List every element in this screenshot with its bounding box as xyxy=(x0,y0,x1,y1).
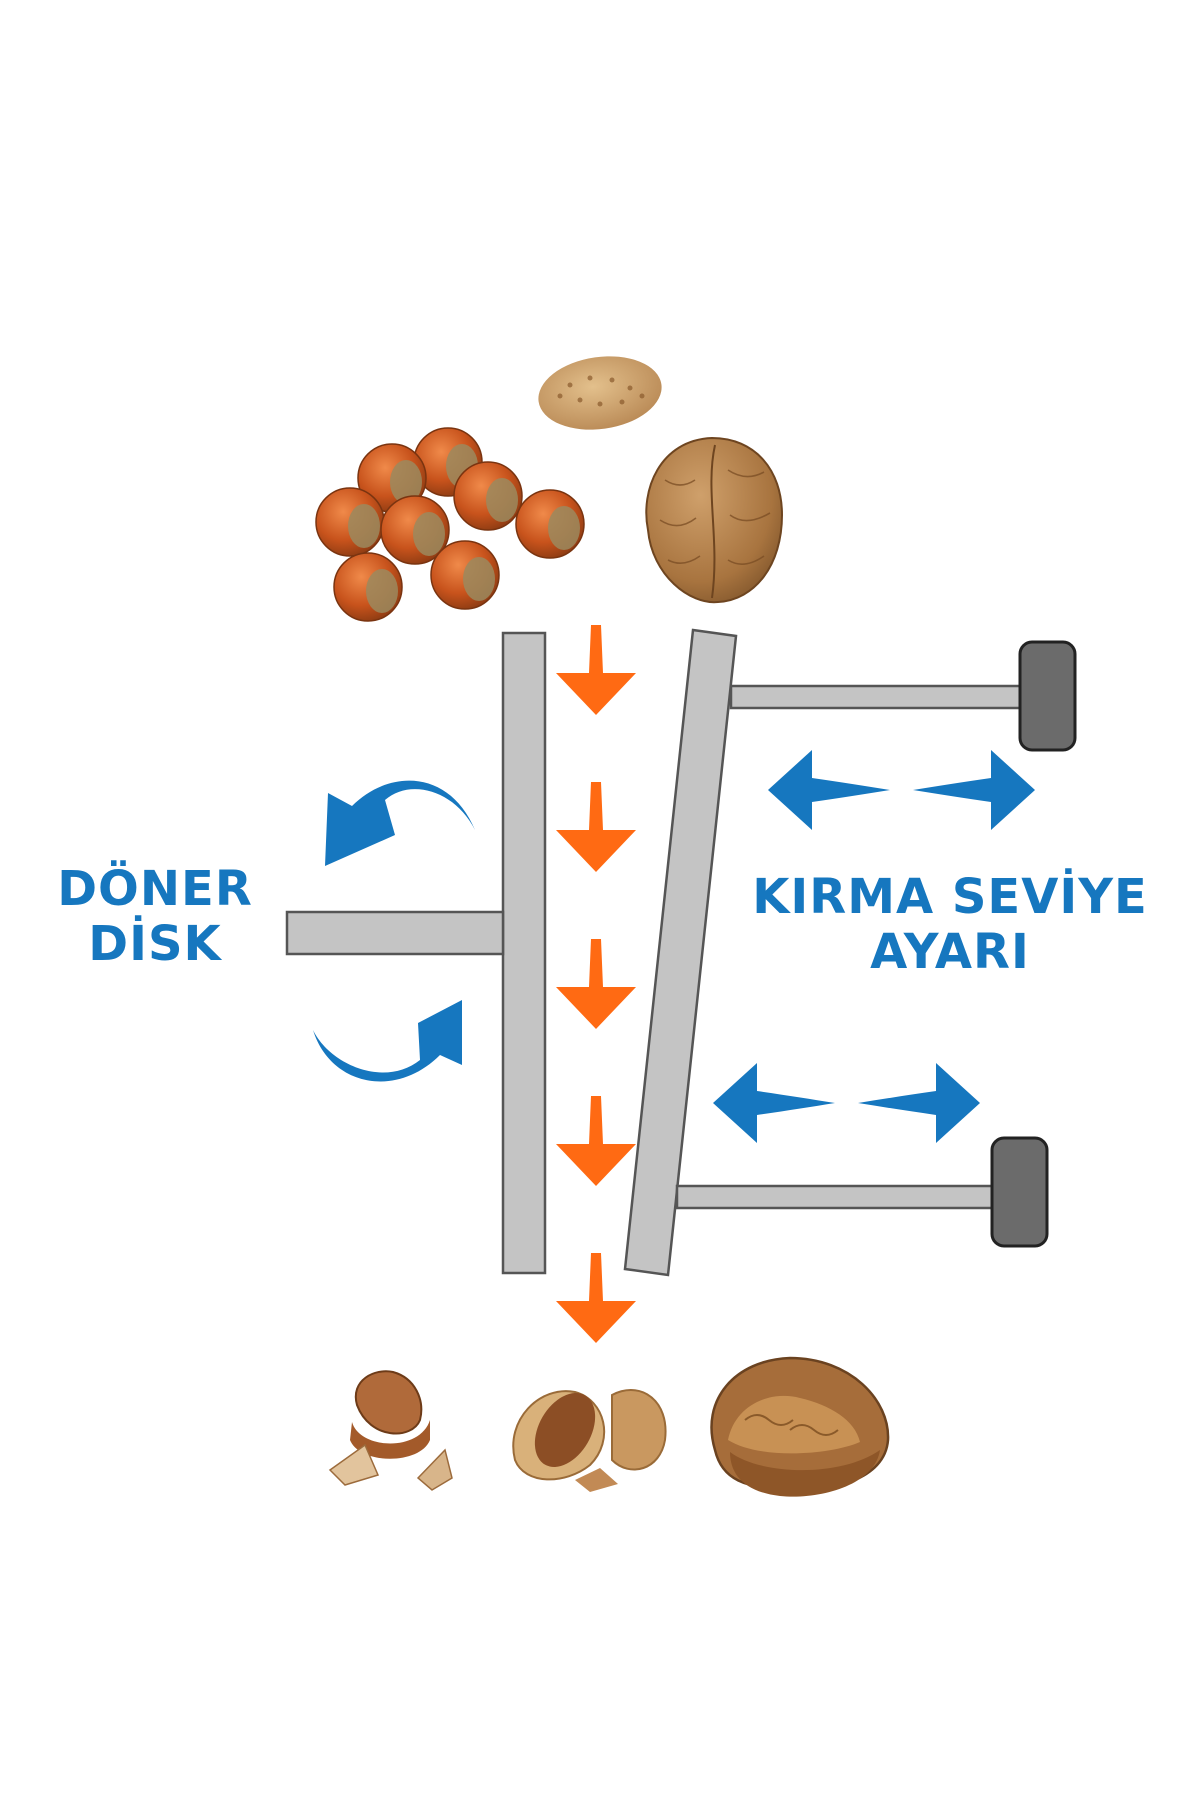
hazelnut-cap-2 xyxy=(390,460,422,504)
crack-level-label: KIRMA SEVİYE AYARI xyxy=(740,869,1160,981)
down-arrow-icon-4 xyxy=(556,1096,636,1186)
lower-adjust-rod xyxy=(675,1184,997,1210)
hazelnut-cap-4 xyxy=(348,504,380,548)
crack-level-label-line1: KIRMA SEVİYE xyxy=(752,869,1148,925)
cracked-walnut-icon xyxy=(710,1356,890,1497)
lower-adjust-arrows-icon xyxy=(713,1063,980,1143)
rotating-disk-label: DÖNER DİSK xyxy=(40,861,270,973)
upper-adjust-rod xyxy=(729,684,1025,710)
hazelnut-cap-6 xyxy=(548,506,580,550)
down-arrow-icon-2 xyxy=(556,782,636,872)
almond-icon xyxy=(538,356,662,430)
hazelnut-cap-5 xyxy=(413,512,445,556)
hazelnut-cap-3 xyxy=(486,478,518,522)
lower-adjust-knob xyxy=(990,1136,1049,1248)
walnut-icon xyxy=(645,436,784,604)
rotating-disk-label-line2: DİSK xyxy=(88,916,222,973)
flow-arrows xyxy=(556,625,636,1343)
hazelnut-group-icon xyxy=(315,427,585,622)
down-arrow-icon-5 xyxy=(556,1253,636,1343)
rotating-disk-plate xyxy=(501,631,547,1275)
cracked-hazelnut-icon xyxy=(328,1370,453,1491)
upper-adjust-knob xyxy=(1018,640,1077,752)
rotating-disk-label-line1: DÖNER xyxy=(57,861,253,917)
down-arrow-icon-1 xyxy=(556,625,636,715)
rotation-arrow-lower-icon xyxy=(313,1000,462,1082)
rotation-arrow-upper-icon xyxy=(325,780,475,866)
cracked-almond-icon xyxy=(512,1389,667,1492)
down-arrow-icon-3 xyxy=(556,939,636,1029)
rotating-disk-shaft xyxy=(285,910,505,956)
hazelnut-cap-8 xyxy=(463,557,495,601)
crack-level-label-line2: AYARI xyxy=(870,924,1030,981)
upper-adjust-arrows-icon xyxy=(768,750,1035,830)
hazelnut-cap-7 xyxy=(366,569,398,613)
adjustable-plate xyxy=(623,628,738,1277)
